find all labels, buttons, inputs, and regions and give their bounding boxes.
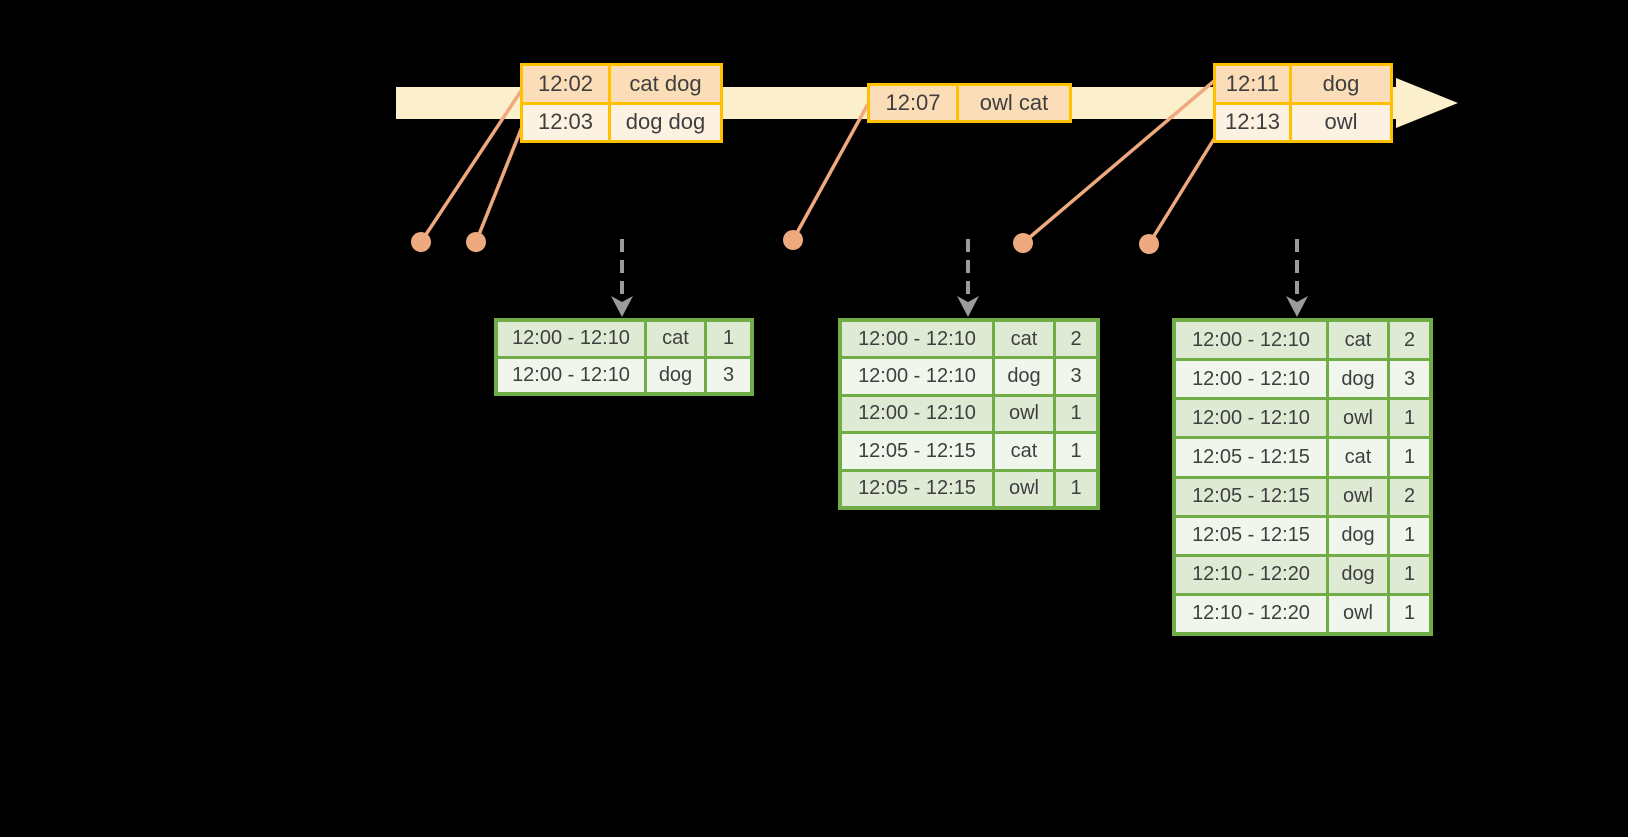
word-cell: owl xyxy=(995,396,1053,432)
count-cell: 2 xyxy=(1056,322,1096,357)
event-dot-icon xyxy=(411,232,431,252)
window-cell: 12:00 - 12:10 xyxy=(1176,322,1326,359)
word-cell: dog xyxy=(995,359,1053,394)
window-cell: 12:10 - 12:20 xyxy=(1176,595,1326,632)
count-cell: 1 xyxy=(1056,434,1096,469)
down-arrowhead-icon xyxy=(611,296,633,317)
event-words-cell: dog dog xyxy=(611,104,720,140)
count-cell: 1 xyxy=(1390,595,1429,632)
event-time-cell: 12:02 xyxy=(523,66,608,102)
window-cell: 12:00 - 12:10 xyxy=(498,322,644,356)
event-time-cell: 12:07 xyxy=(870,86,956,120)
count-cell: 1 xyxy=(1390,556,1429,593)
word-cell: owl xyxy=(1329,478,1387,515)
word-cell: cat xyxy=(995,322,1053,357)
count-cell: 1 xyxy=(1390,439,1429,476)
window-cell: 12:05 - 12:15 xyxy=(842,471,992,506)
count-cell: 3 xyxy=(1390,361,1429,398)
word-cell: dog xyxy=(1329,517,1387,554)
window-cell: 12:05 - 12:15 xyxy=(842,434,992,469)
down-arrowhead-icon xyxy=(1286,296,1308,317)
count-cell: 3 xyxy=(1056,359,1096,394)
window-cell: 12:00 - 12:10 xyxy=(842,322,992,357)
word-cell: cat xyxy=(995,434,1053,469)
window-cell: 12:05 - 12:15 xyxy=(1176,439,1326,476)
count-cell: 2 xyxy=(1390,478,1429,515)
count-cell: 1 xyxy=(1390,517,1429,554)
down-arrowhead-icon xyxy=(957,296,979,317)
count-cell: 1 xyxy=(1056,396,1096,432)
trigger-arrowheads xyxy=(611,296,1308,317)
window-cell: 12:00 - 12:10 xyxy=(1176,400,1326,437)
window-cell: 12:05 - 12:15 xyxy=(1176,478,1326,515)
count-cell: 1 xyxy=(1390,400,1429,437)
event-time-cell: 12:11 xyxy=(1216,66,1289,102)
word-cell: cat xyxy=(1329,322,1387,359)
event-words-cell: owl xyxy=(1292,104,1390,140)
window-cell: 12:00 - 12:10 xyxy=(1176,361,1326,398)
event-dots xyxy=(411,230,1159,254)
word-cell: dog xyxy=(1329,556,1387,593)
window-cell: 12:00 - 12:10 xyxy=(842,359,992,394)
result-table-2: 12:00 - 12:10 cat 2 12:00 - 12:10 dog 3 … xyxy=(838,318,1100,510)
event-dot-icon xyxy=(1013,233,1033,253)
event-batch-table-3: 12:11 dog 12:13 owl xyxy=(1213,63,1393,143)
timeline-arrowhead-icon xyxy=(1396,78,1458,128)
window-cell: 12:10 - 12:20 xyxy=(1176,556,1326,593)
event-batch-table-2: 12:07 owl cat xyxy=(867,83,1072,123)
event-words-cell: cat dog xyxy=(611,66,720,102)
word-cell: cat xyxy=(1329,439,1387,476)
event-time-cell: 12:03 xyxy=(523,104,608,140)
window-cell: 12:05 - 12:15 xyxy=(1176,517,1326,554)
trigger-arrow-shafts xyxy=(620,239,1299,299)
event-time-cell: 12:13 xyxy=(1216,104,1289,140)
window-cell: 12:00 - 12:10 xyxy=(842,396,992,432)
word-cell: owl xyxy=(1329,400,1387,437)
event-batch-table-1: 12:02 cat dog 12:03 dog dog xyxy=(520,63,723,143)
event-dot-icon xyxy=(783,230,803,250)
event-dot-icon xyxy=(466,232,486,252)
event-words-cell: owl cat xyxy=(959,86,1069,120)
result-table-1: 12:00 - 12:10 cat 1 12:00 - 12:10 dog 3 xyxy=(494,318,754,396)
result-table-3: 12:00 - 12:10 cat 2 12:00 - 12:10 dog 3 … xyxy=(1172,318,1433,636)
window-cell: 12:00 - 12:10 xyxy=(498,358,644,392)
word-cell: dog xyxy=(647,358,704,392)
event-connector-lines xyxy=(419,79,1216,245)
event-dot-icon xyxy=(1139,234,1159,254)
count-cell: 3 xyxy=(707,358,750,392)
word-cell: owl xyxy=(1329,595,1387,632)
word-cell: dog xyxy=(1329,361,1387,398)
count-cell: 1 xyxy=(707,322,750,356)
word-cell: cat xyxy=(647,322,704,356)
count-cell: 2 xyxy=(1390,322,1429,359)
event-words-cell: dog xyxy=(1292,66,1390,102)
word-cell: owl xyxy=(995,471,1053,506)
count-cell: 1 xyxy=(1056,471,1096,506)
